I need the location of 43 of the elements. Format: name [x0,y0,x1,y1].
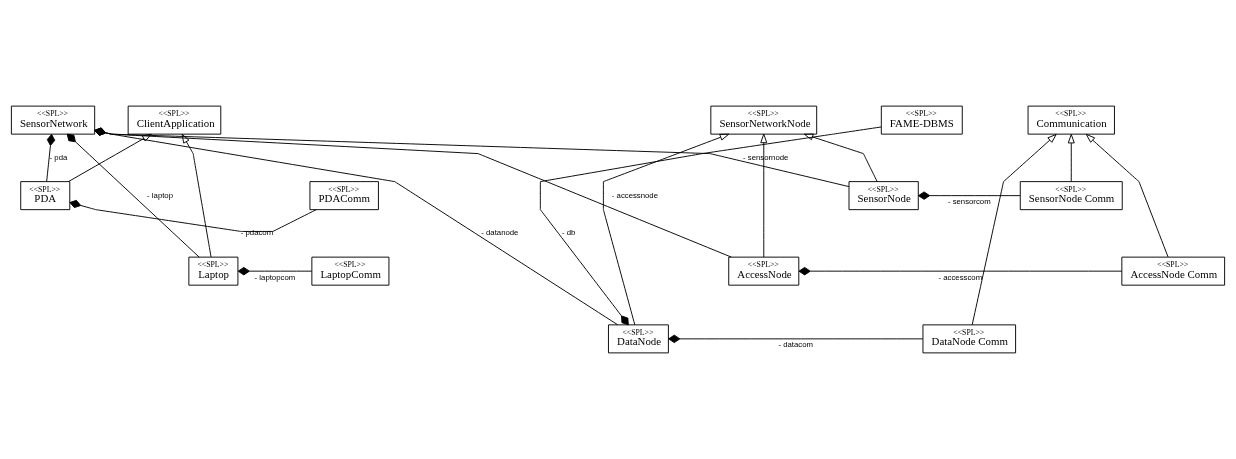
connector [69,199,317,232]
connector [539,126,882,326]
node-box: <<SPL>> DataNode [608,324,669,354]
edge-label: - laptop [147,190,174,200]
node-box: <<SPL>> LaptopComm [311,256,390,286]
node-box: <<SPL>> SensorNode Comm [1019,181,1123,211]
node-box: <<SPL>> ClientApplication [127,105,222,135]
connector [46,133,56,182]
arrow [602,133,730,326]
arrow [1085,133,1169,258]
arrow [1067,133,1075,182]
connector [94,127,619,326]
connector [94,127,850,188]
node-box: <<SPL>> SensorNode [848,181,919,211]
edge-label: - pda [49,152,68,162]
edge-label: - accesscom [938,272,983,282]
node-box: <<SPL>> DataNode Comm [922,324,1017,354]
edge-label: - laptopcom [254,272,296,282]
edge-label: - datanode [481,228,519,238]
node-box: <<SPL>> FAME-DBMS [880,105,963,135]
connector [668,334,924,344]
connector [918,191,1021,200]
edge-label: - db [562,228,576,238]
connector [94,127,732,258]
arrow [68,133,152,182]
node-box: <<SPL>> AccessNode [728,256,800,286]
edge-label: - accessnode [611,190,659,200]
arrow [760,133,768,258]
node-box: <<SPL>> PDAComm [309,181,379,211]
node-box: <<SPL>> Laptop [188,256,239,286]
arrow [971,133,1057,326]
arrow [803,133,878,183]
arrow [181,133,212,258]
node-box: <<SPL>> Communication [1027,105,1115,135]
edge-label: - sensorcom [947,197,991,207]
node-box: <<SPL>> SensorNetworkNode [710,105,818,135]
node-box: <<SPL>> AccessNode Comm [1121,256,1226,286]
edge-label: - datacom [778,340,813,350]
connector [66,133,200,258]
connector [237,266,313,276]
connector [798,266,1123,276]
node-box: <<SPL>> PDA [20,181,71,211]
node-box: <<SPL>> SensorNetwork [10,105,96,135]
